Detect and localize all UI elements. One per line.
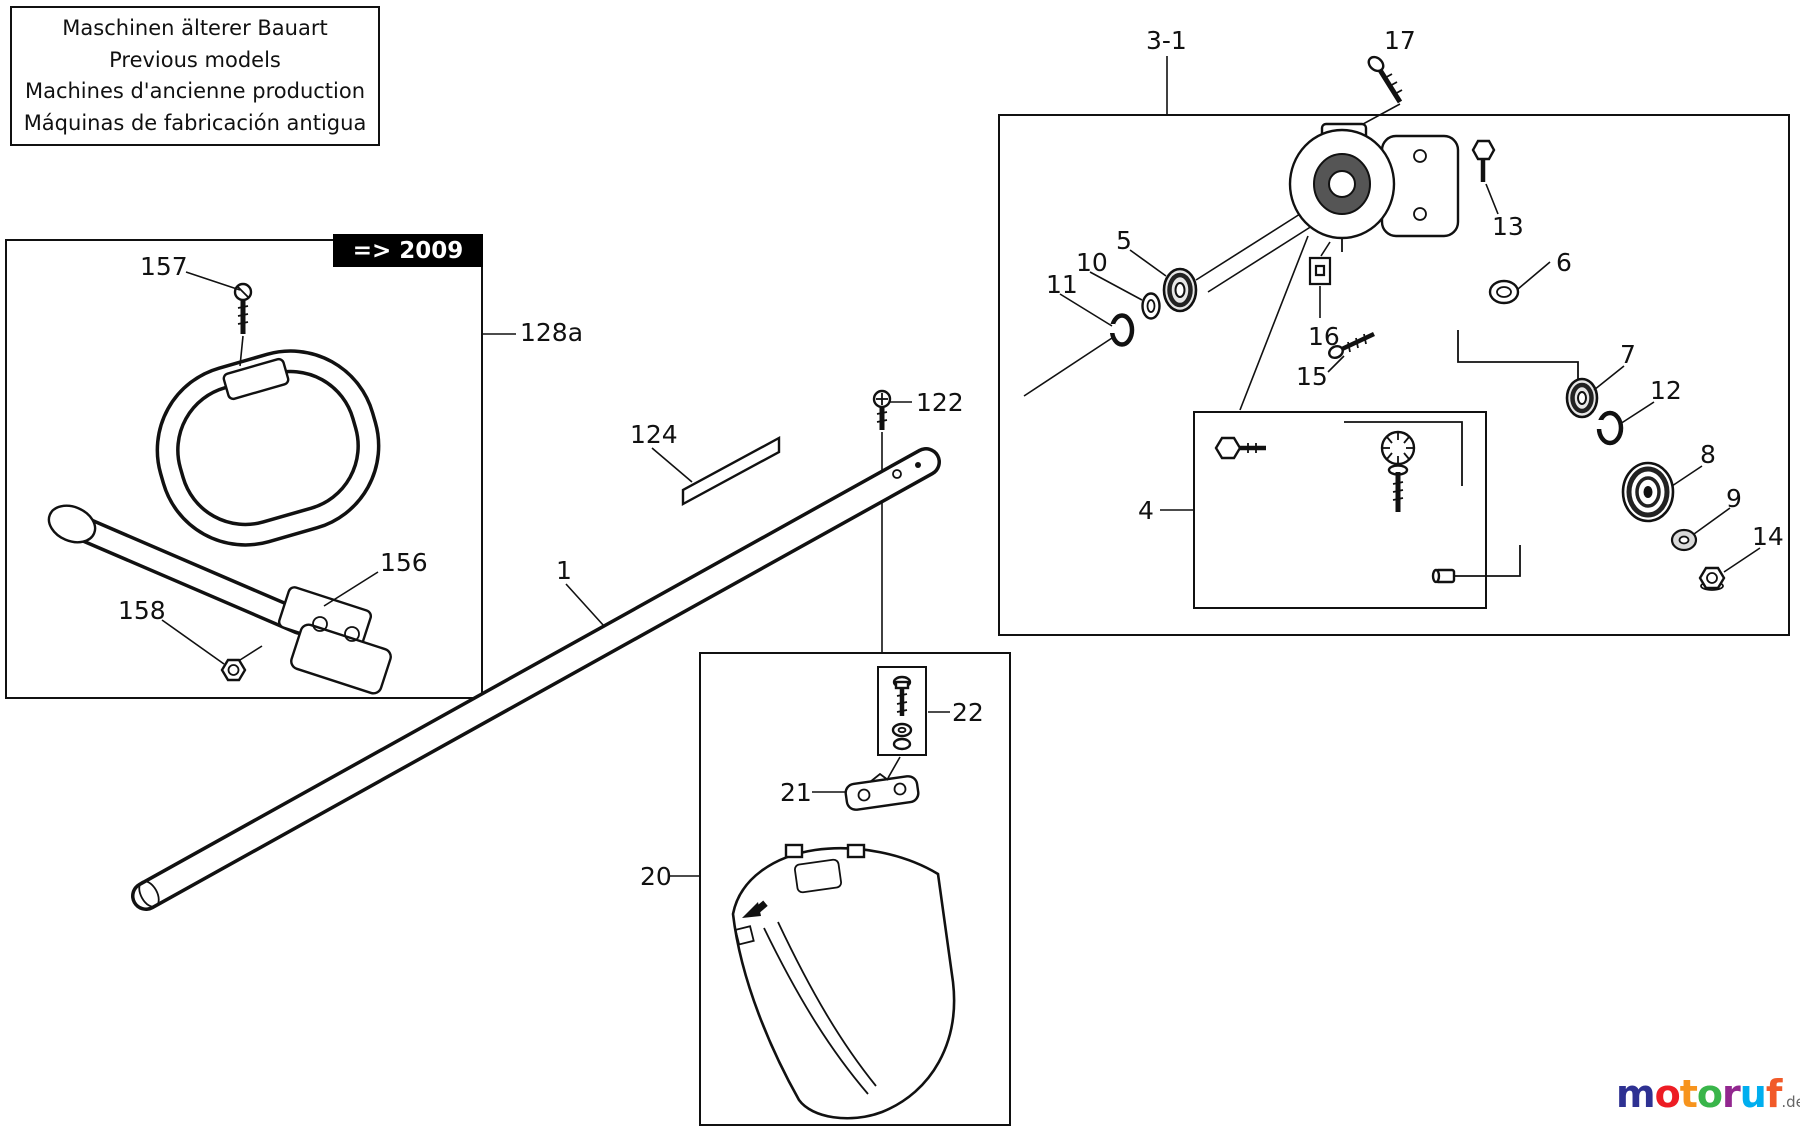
washer-9 [1670,528,1698,552]
shaft-decal [681,435,781,507]
bracket-21 [844,772,920,811]
year-badge: => 2009 [333,234,483,267]
drive-shaft-tube [131,447,941,911]
nut-14 [1698,566,1726,591]
part-label-17: 17 [1384,26,1416,55]
part-label-156: 156 [380,548,428,577]
part-label-9: 9 [1726,484,1742,513]
part-label-122: 122 [916,388,964,417]
screw-15 [1328,331,1375,359]
note-line-en: Previous models [109,47,281,72]
part-label-158: 158 [118,596,166,625]
part-label-14: 14 [1752,522,1784,551]
note-line-es: Máquinas de fabricación antigua [23,110,367,135]
clip-16 [1308,256,1332,286]
part-label-12: 12 [1650,376,1682,405]
bolt-13 [1471,139,1496,182]
screw-17 [1351,55,1403,131]
previous-models-note: Maschinen älterer Bauart Previous models… [10,6,380,146]
handle-bar [47,504,313,635]
gearhead-housing [1288,122,1460,252]
guard-frame [699,652,1011,1126]
direction-arrow-icon [742,900,768,918]
handle-assembly-frame [5,239,483,699]
screw-22-sub-frame [877,666,927,756]
bearing-7 [1565,377,1599,419]
part-label-10: 10 [1076,248,1108,277]
handle-lower-clamp [239,586,392,695]
part-label-4: 4 [1138,496,1154,525]
loop-handle [155,349,381,547]
part-label-124: 124 [630,420,678,449]
gearhead-frame [998,114,1790,636]
bolt-4 [1214,436,1266,460]
part-label-16: 16 [1308,322,1340,351]
part-label-128a: 128a [520,318,584,347]
collar-6 [1488,279,1520,305]
part-label-13: 13 [1492,212,1524,241]
snap-ring-11 [1108,313,1135,347]
motoruf-logo[interactable]: motoruf.de [1616,1072,1800,1116]
guard-shield [731,843,956,1120]
part-label-8: 8 [1700,440,1716,469]
part-label-20: 20 [640,862,672,891]
part-label-3-1: 3-1 [1146,26,1187,55]
bearing-5 [1162,267,1198,313]
part-label-157: 157 [140,252,188,281]
part-label-6: 6 [1556,248,1572,277]
clutch-drum-8 [1621,461,1675,523]
fitting-plug [1431,568,1456,584]
part-label-21: 21 [780,778,812,807]
note-line-de: Maschinen älterer Bauart [62,16,328,40]
note-line-fr: Machines d'ancienne production [24,79,366,103]
nut-158 [220,658,247,682]
screw-122 [872,389,892,430]
part-label-15: 15 [1296,362,1328,391]
label-leader-lines [161,56,1761,877]
washer-10 [1141,292,1161,320]
screw-22-group [891,675,913,751]
part-label-1: 1 [556,556,572,585]
part-label-5: 5 [1116,226,1132,255]
motoruf-logo-text[interactable]: motoruf [1616,1072,1782,1116]
part-label-22: 22 [952,698,984,727]
part-label-11: 11 [1046,270,1078,299]
assembly-connector-lines [881,213,1579,779]
snap-ring-12 [1596,410,1624,446]
spindle-shaft [1380,430,1416,512]
motoruf-logo-suffix[interactable]: .de [1781,1093,1800,1111]
part-label-7: 7 [1620,340,1636,369]
screw-157 [233,282,253,367]
